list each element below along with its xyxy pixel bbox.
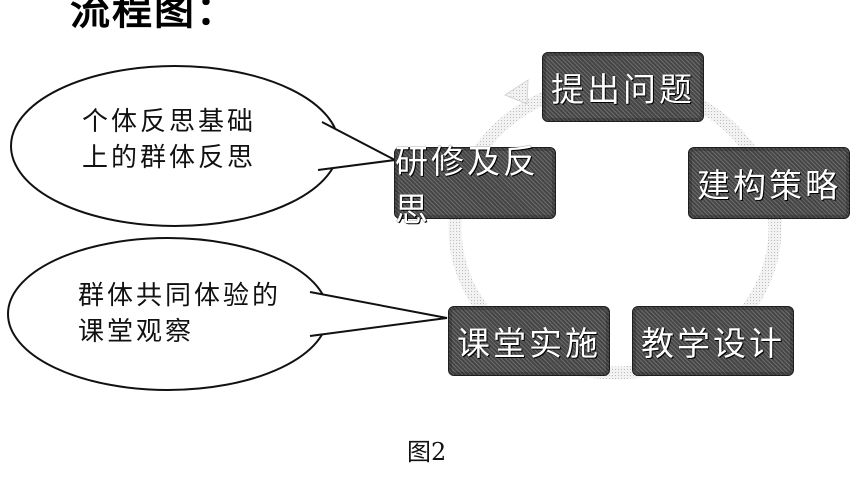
callout-lower-line-1: 群体共同体验的 xyxy=(78,281,282,311)
callout-lower-text: 群体共同体验的 课堂观察 xyxy=(78,278,281,350)
callout-upper-line-1: 个体反思基础 xyxy=(82,107,257,137)
callout-upper-line-2: 上的群体反思 xyxy=(82,143,257,173)
callout-lower-bubble xyxy=(7,237,448,391)
callout-lower-line-2: 课堂观察 xyxy=(78,317,195,347)
partial-top-title: 流程图： xyxy=(70,0,238,34)
step-box-classroom-implementation: 课堂实施 xyxy=(448,306,610,376)
step-box-propose-question: 提出问题 xyxy=(542,52,704,122)
ring-arrowhead xyxy=(503,79,529,105)
step-box-study-reflection: 研修及反思 xyxy=(394,142,556,229)
callout-upper-text: 个体反思基础 上的群体反思 xyxy=(82,104,256,176)
figure-caption: 图2 xyxy=(407,438,447,466)
step-box-teaching-design: 教学设计 xyxy=(632,306,794,376)
callout-upper-bubble xyxy=(10,65,399,227)
step-box-build-strategy: 建构策略 xyxy=(688,147,850,219)
